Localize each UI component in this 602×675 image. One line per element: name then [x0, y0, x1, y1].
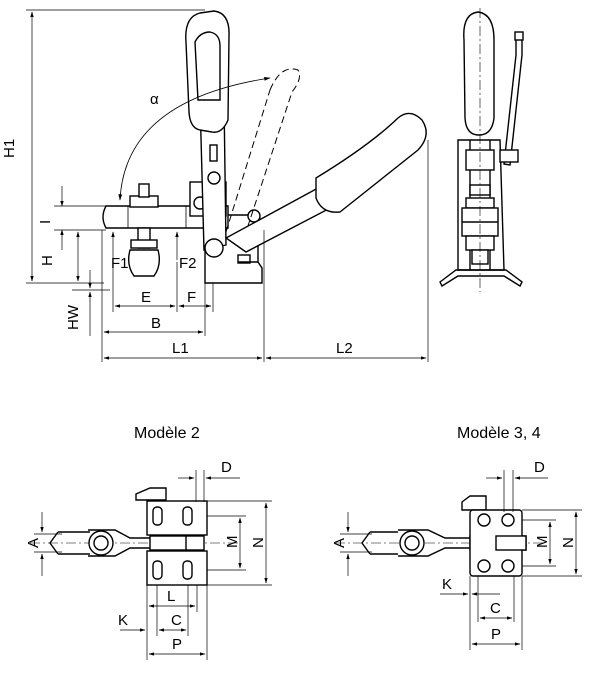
label-f2: F2: [179, 255, 197, 272]
m2-dim-n: N: [250, 537, 267, 548]
dim-l1: L1: [172, 340, 189, 357]
m34-dim-k: K: [442, 576, 452, 593]
m2-dim-p: P: [172, 636, 182, 653]
m34-dim-p: P: [491, 626, 501, 643]
model2-pad: [88, 530, 114, 556]
front-base-foot: [439, 269, 523, 288]
dim-hw: HW: [65, 304, 82, 330]
model2-plate-bottom: [146, 550, 208, 586]
handle-grip-open: [315, 112, 427, 213]
m34-dim-c: C: [490, 600, 501, 617]
model34-view: Modèle 3, 4 A D M N: [331, 425, 582, 650]
model34-pad: [399, 530, 425, 556]
m2-dim-d: D: [221, 459, 232, 476]
front-handle-grip: [463, 11, 495, 136]
dim-i: I: [37, 220, 54, 224]
dim-h: H: [39, 255, 56, 266]
dim-l2: L2: [336, 340, 353, 357]
m2-dim-c: C: [171, 612, 182, 629]
label-f1: F1: [111, 255, 129, 272]
dim-b: B: [151, 315, 161, 332]
model2-view: Modèle 2 A D: [25, 425, 272, 660]
angle-label: α: [150, 91, 159, 108]
model2-caption: Modèle 2: [134, 425, 200, 442]
model34-caption: Modèle 3, 4: [457, 425, 541, 442]
front-view: [439, 8, 524, 292]
m34-dim-a: A: [331, 538, 348, 548]
dim-f: F: [187, 289, 196, 306]
m2-dim-m: M: [224, 536, 241, 549]
m34-dim-n: N: [560, 537, 577, 548]
dim-h1: H1: [1, 139, 18, 158]
side-view: α F1 F2 H1 I H HW E F: [1, 9, 429, 362]
handle-grip-closed: [185, 10, 230, 133]
dim-e: E: [141, 289, 151, 306]
m34-dim-d: D: [534, 459, 545, 476]
model2-plate-top: [146, 500, 208, 536]
m2-dim-l: L: [167, 588, 175, 605]
m2-dim-k: K: [118, 612, 128, 629]
lock-lever: [503, 37, 523, 166]
angle-arc: [118, 76, 271, 201]
pressure-pad: [127, 249, 161, 277]
m34-dim-m: M: [534, 536, 551, 549]
m2-dim-a: A: [25, 538, 42, 548]
